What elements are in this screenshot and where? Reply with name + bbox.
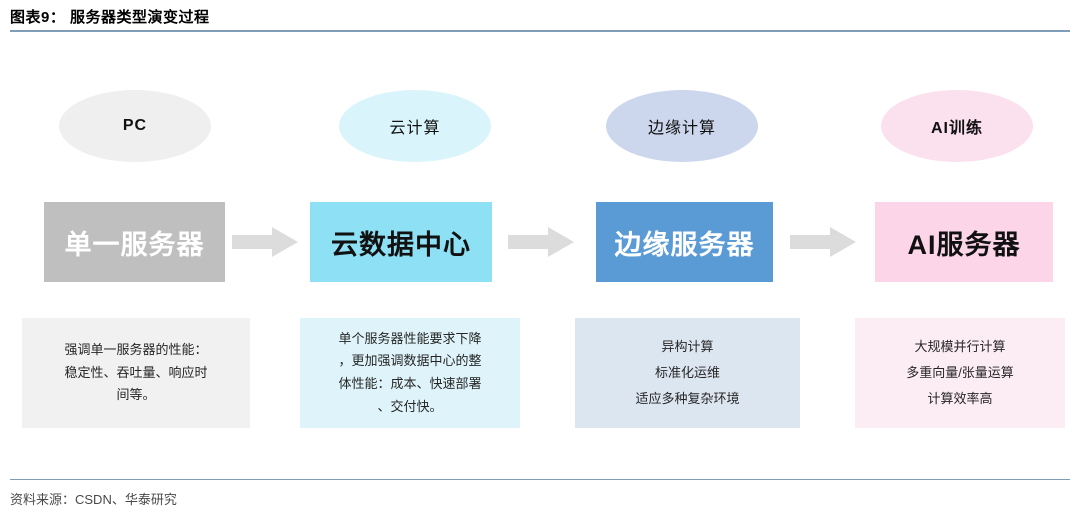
era-label: 云计算 [389,120,441,137]
era-ellipse-cloud-computing: 云计算 [339,90,491,162]
evolution-diagram: PC 云计算 边缘计算 AI训练 单一服务器 云数据中心 边缘服务器 AI服务器 [0,38,1080,463]
flow-arrow-right-icon [508,226,574,258]
stage-box-single-server: 单一服务器 [44,202,225,282]
era-ellipse-edge-computing: 边缘计算 [606,90,758,162]
description-text: 单个服务器性能要求下降 ，更加强调数据中心的整 体性能：成本、快速部署 、交付快… [338,330,482,414]
stage-box-label: AI服务器 [907,229,1021,260]
title-divider [10,30,1070,32]
era-label: PC [122,117,148,134]
footer-divider [10,479,1070,480]
stage-box-cloud-data-center: 云数据中心 [310,202,492,282]
flow-arrow-right-icon [232,226,298,258]
stage-box-ai-server: AI服务器 [875,202,1053,282]
description-box-cloud-data-center: 单个服务器性能要求下降 ，更加强调数据中心的整 体性能：成本、快速部署 、交付快… [300,318,520,428]
description-box-edge-server: 异构计算 标准化运维 适应多种复杂环境 [575,318,800,428]
era-ellipse-pc: PC [59,90,211,162]
stage-box-label: 云数据中心 [331,229,471,260]
stage-box-label: 单一服务器 [64,229,205,260]
description-box-single-server: 强调单一服务器的性能： 稳定性、吞吐量、响应时 间等。 [22,318,250,428]
description-text: 强调单一服务器的性能： 稳定性、吞吐量、响应时 间等。 [64,341,208,403]
stage-box-edge-server: 边缘服务器 [596,202,773,282]
era-label: AI训练 [930,120,983,137]
era-label: 边缘计算 [647,120,716,137]
era-ellipse-ai-training: AI训练 [881,90,1033,162]
flow-arrow-right-icon [790,226,856,258]
description-text: 大规模并行计算 多重向量/张量运算 计算效率高 [906,339,1014,406]
description-box-ai-server: 大规模并行计算 多重向量/张量运算 计算效率高 [855,318,1065,428]
description-text: 异构计算 标准化运维 适应多种复杂环境 [635,339,740,406]
page-title: 图表9： 服务器类型演变过程 [10,9,210,26]
source-note: 资料来源：CSDN、华泰研究 [10,492,177,507]
stage-box-label: 边缘服务器 [614,229,755,260]
